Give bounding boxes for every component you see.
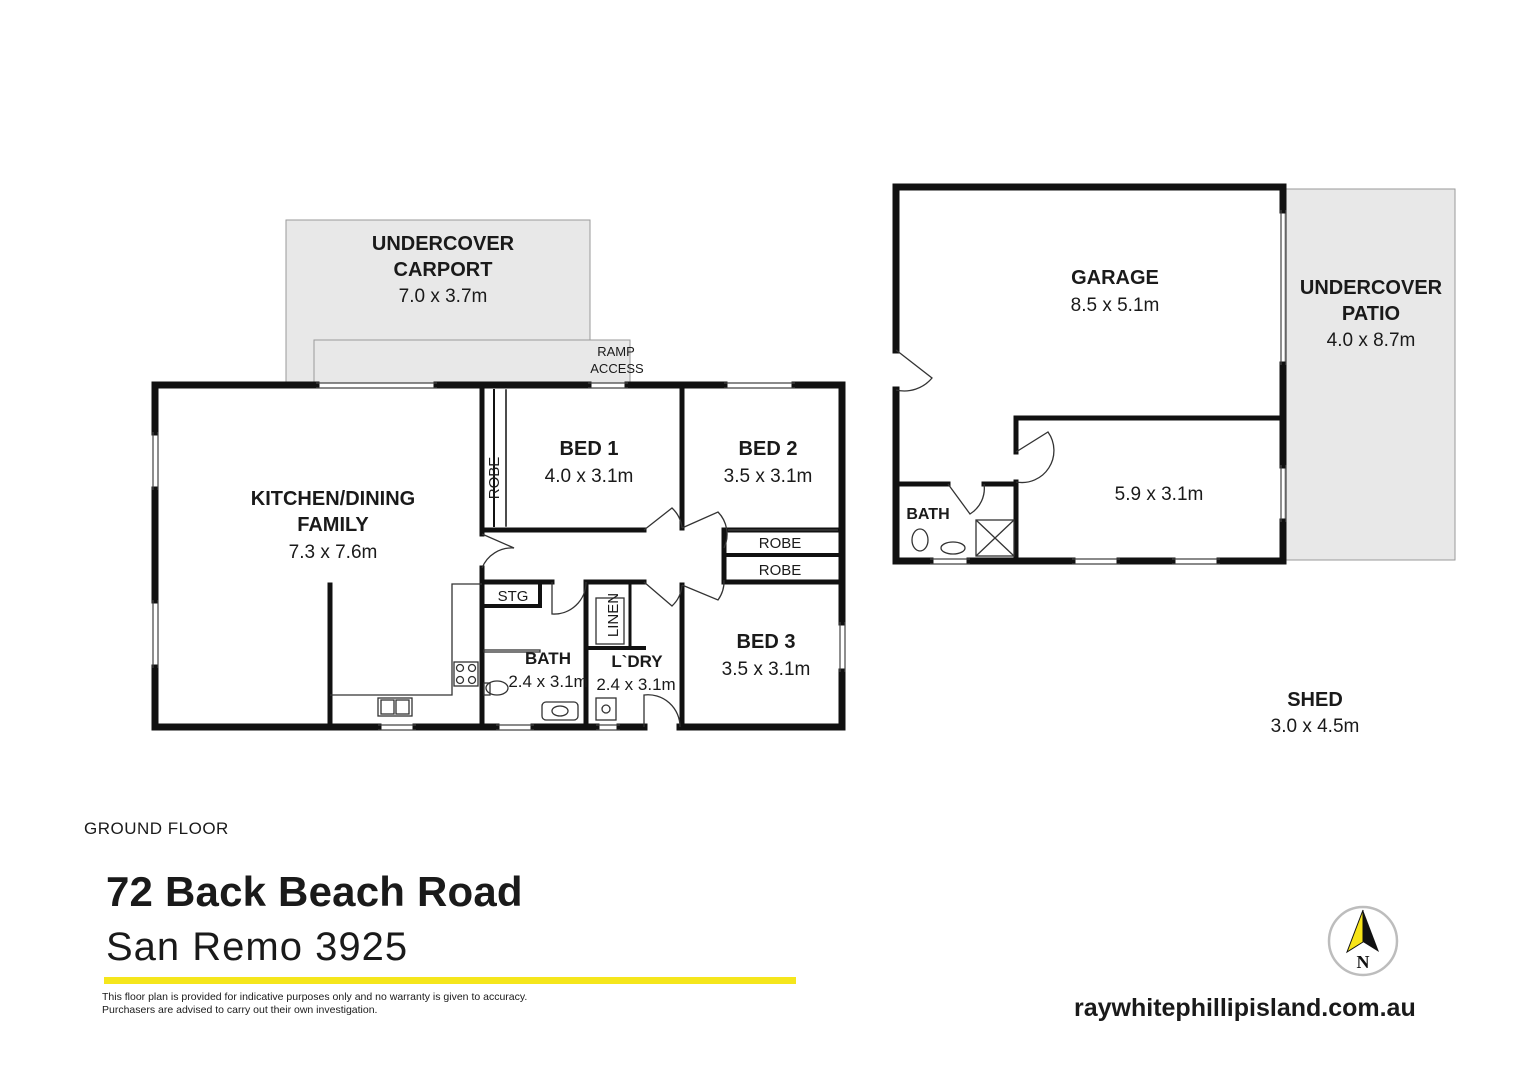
patio-name-1: UNDERCOVER: [1300, 277, 1443, 299]
kitchen-name-2: FAMILY: [297, 514, 369, 536]
garage-doors: [895, 349, 1055, 515]
bath-size: 2.4 x 3.1m: [508, 672, 587, 691]
bed2-name: BED 2: [739, 438, 798, 460]
bed3-name: BED 3: [737, 631, 796, 653]
bath-name: BATH: [525, 649, 571, 668]
linen-label: LINEN: [605, 593, 622, 637]
carport-name-2: CARPORT: [394, 259, 493, 281]
shed-size: 3.0 x 4.5m: [1271, 716, 1360, 737]
carport-size: 7.0 x 3.7m: [399, 286, 488, 307]
bed1-robe-label: ROBE: [486, 457, 503, 500]
bed3-size: 3.5 x 3.1m: [722, 659, 811, 680]
robe-b-label: ROBE: [759, 562, 802, 579]
property-suburb: San Remo 3925: [106, 925, 409, 969]
bed2-size: 3.5 x 3.1m: [724, 466, 813, 487]
accent-bar: [104, 977, 796, 984]
garage-windows: [930, 210, 1287, 565]
laundry-size: 2.4 x 3.1m: [596, 675, 675, 694]
garage-walls: [892, 183, 1287, 565]
house-windows: [152, 382, 846, 731]
house-doors: [481, 507, 728, 728]
disclaimer: This floor plan is provided for indicati…: [102, 991, 662, 1016]
carport-name-1: UNDERCOVER: [372, 233, 515, 255]
disclaimer-line-1: This floor plan is provided for indicati…: [102, 991, 528, 1003]
kitchen-fixtures: [330, 583, 625, 721]
stg-label: STG: [498, 588, 529, 605]
garage-name: GARAGE: [1071, 267, 1159, 289]
patio-size: 4.0 x 8.7m: [1327, 330, 1416, 351]
website-link[interactable]: raywhitephillipisland.com.au: [1074, 994, 1416, 1022]
shed-name: SHED: [1287, 689, 1343, 711]
patio-name-2: PATIO: [1342, 303, 1400, 325]
bed1-name: BED 1: [560, 438, 619, 460]
kitchen-size: 7.3 x 7.6m: [289, 542, 378, 563]
garage-bath-fixtures: [911, 519, 1015, 557]
garage-bath-name: BATH: [906, 506, 949, 523]
house-walls: [151, 381, 846, 731]
compass-letter: N: [1357, 952, 1370, 972]
kitchen-name-1: KITCHEN/DINING: [251, 488, 415, 510]
laundry-name: L`DRY: [611, 652, 663, 671]
ramp-label-2: ACCESS: [590, 361, 644, 376]
floor-label: GROUND FLOOR: [84, 819, 229, 838]
property-address: 72 Back Beach Road: [106, 868, 523, 915]
ramp-label-1: RAMP: [597, 344, 635, 359]
north-compass-icon: N: [1327, 905, 1399, 977]
disclaimer-line-2: Purchasers are advised to carry out thei…: [102, 1003, 378, 1016]
garage-size: 8.5 x 5.1m: [1071, 295, 1160, 316]
ramp-area: [313, 339, 631, 384]
robe-a-label: ROBE: [759, 535, 802, 552]
bed1-size: 4.0 x 3.1m: [545, 466, 634, 487]
patio-area: [1284, 188, 1456, 561]
garage-room-size: 5.9 x 3.1m: [1115, 484, 1204, 505]
